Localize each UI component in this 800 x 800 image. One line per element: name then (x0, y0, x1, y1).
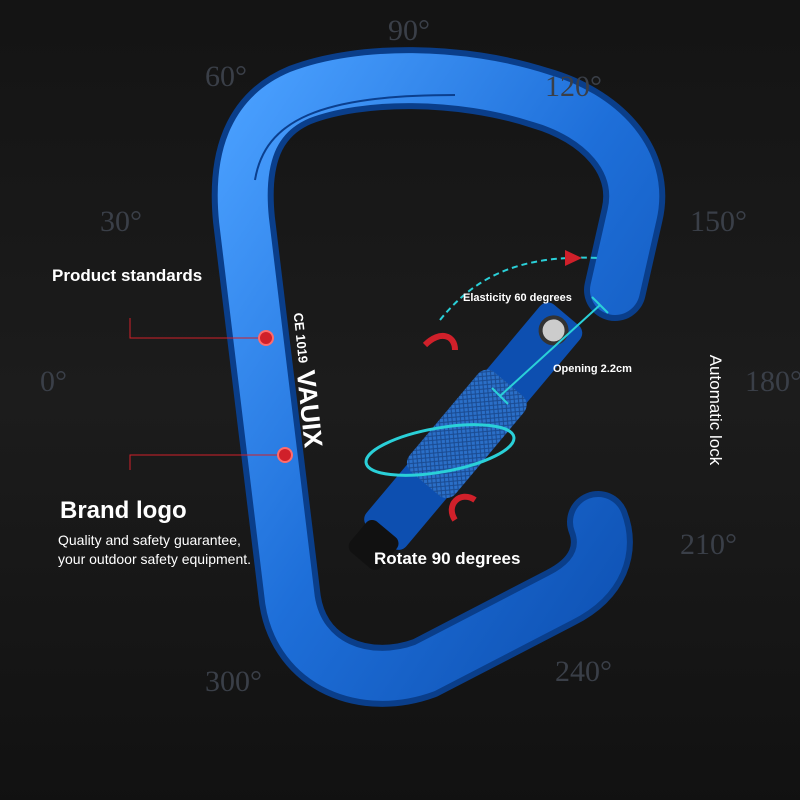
opening-dimension-line (499, 304, 601, 397)
dial-label: 90° (388, 14, 430, 47)
dial-label: 60° (205, 60, 247, 93)
product-standards-label: Product standards (52, 266, 203, 285)
dial-label: 0° (40, 365, 67, 398)
rotate-arrow-icon (422, 333, 458, 351)
elasticity-label: Elasticity 60 degrees (463, 292, 572, 304)
screw-gate (348, 302, 583, 570)
cert-text: CE 1019 (291, 312, 311, 364)
dial-label: 210° (680, 528, 737, 561)
dial-label: 150° (690, 205, 747, 238)
dial-label: 180° (745, 365, 800, 398)
brand-logo-label: Brand logo (60, 497, 187, 524)
brand-description: Quality and safety guarantee, your outdo… (58, 531, 251, 569)
rotate-label: Rotate 90 degrees (374, 549, 521, 568)
logo-marker (277, 447, 293, 463)
dial-label: 30° (100, 205, 142, 238)
rotation-ring (364, 423, 516, 477)
logo-leader-line (129, 454, 280, 470)
standards-marker (258, 330, 274, 346)
rotate-arrow-icon (448, 493, 477, 522)
automatic-lock-label: Automatic lock (706, 354, 725, 466)
opening-label: Opening 2.2cm (553, 363, 632, 375)
arrow-icon (565, 250, 582, 266)
dial-label: 120° (545, 70, 602, 103)
brand-desc-line: your outdoor safety equipment. (58, 551, 252, 567)
dial-label: 300° (205, 665, 262, 698)
brand-desc-line: Quality and safety guarantee, (58, 532, 241, 548)
dial-label: 240° (555, 655, 612, 688)
standards-leader-line (129, 318, 262, 339)
